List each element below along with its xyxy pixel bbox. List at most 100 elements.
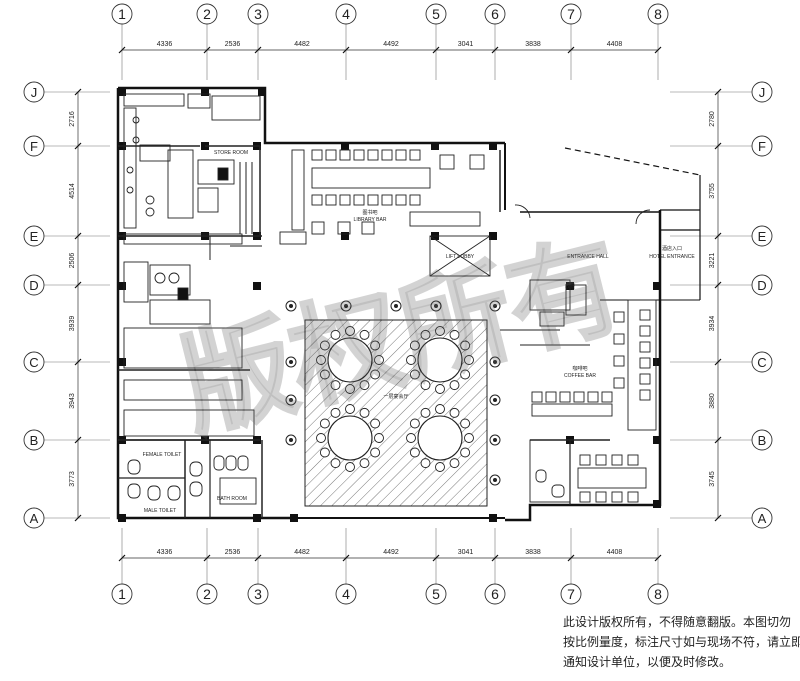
dim-text-right-3: 3934 <box>709 316 716 332</box>
pillar-core-11 <box>493 478 497 482</box>
chair-1-4 <box>420 380 431 391</box>
dim-tick-bottom-4 <box>432 554 440 562</box>
chair-3-10 <box>449 407 460 418</box>
chair-0-5 <box>319 369 330 380</box>
banquet-hall: 一层宴会厅 <box>304 319 488 507</box>
axis-bubble-row-C-left <box>23 351 45 373</box>
chair-0-11 <box>370 340 381 351</box>
column-29 <box>653 500 661 508</box>
dim-tick-left-0 <box>74 88 82 96</box>
dim-tick-bottom-7 <box>654 554 662 562</box>
dim-tick-top-5 <box>491 46 499 54</box>
column-16 <box>258 88 266 96</box>
chair-3-4 <box>420 458 431 469</box>
dim-tick-bottom-0 <box>118 554 126 562</box>
axis-bubble-row-E-right <box>751 225 773 247</box>
dim-tick-bottom-2 <box>254 554 262 562</box>
hotel-entrance-cn-label: 酒店入口 <box>662 245 682 252</box>
dim-text-bottom-4: 3041 <box>458 549 474 556</box>
chair-0-4 <box>330 380 341 391</box>
chair-0-7 <box>319 340 330 351</box>
axis-bubble-row-D-left <box>23 274 45 296</box>
axis-bubble-col-3-top <box>247 3 269 25</box>
axis-label-row-C-left: C <box>29 355 38 370</box>
axis-bubble-row-D-right <box>751 274 773 296</box>
dim-text-top-1: 2536 <box>225 41 241 48</box>
axis-bubble-row-F-left <box>23 135 45 157</box>
dim-tick-left-1 <box>74 142 82 150</box>
dim-text-top-2: 4482 <box>294 41 310 48</box>
dim-text-bottom-2: 4482 <box>294 549 310 556</box>
kitchen-area <box>118 93 262 441</box>
dim-tick-bottom-6 <box>567 554 575 562</box>
axis-bubble-col-7-top <box>560 3 582 25</box>
axis-bubble-col-4-bottom <box>335 583 357 605</box>
chair-0-9 <box>345 326 355 336</box>
column-13 <box>253 282 261 290</box>
column-15 <box>253 514 261 522</box>
axis-bubble-col-1-top <box>111 3 133 25</box>
axis-label-row-B-right: B <box>758 433 767 448</box>
axis-label-row-J-right: J <box>759 85 766 100</box>
library-bar-label: LIBRARY BAR <box>354 217 387 223</box>
dim-tick-right-6 <box>714 514 722 522</box>
dim-text-right-2: 3221 <box>709 253 716 269</box>
chair-0-0 <box>374 355 384 365</box>
axis-label-row-E-left: E <box>30 229 39 244</box>
axis-bubble-col-7-bottom <box>560 583 582 605</box>
pillar-core-5 <box>289 360 293 364</box>
axis-label-col-8-top: 8 <box>654 6 662 22</box>
axis-bubble-row-B-right <box>751 429 773 451</box>
column-24 <box>489 514 497 522</box>
dim-tick-right-0 <box>714 88 722 96</box>
pillar-core-1 <box>344 304 348 308</box>
axis-label-col-7-top: 7 <box>567 6 575 22</box>
bath-room-label: BATH ROOM <box>217 496 247 502</box>
dim-tick-right-5 <box>714 436 722 444</box>
chair-0-3 <box>345 384 355 394</box>
pillar-core-2 <box>394 304 398 308</box>
chair-1-7 <box>409 340 420 351</box>
chair-3-2 <box>449 458 460 469</box>
column-7 <box>201 88 209 96</box>
chair-1-2 <box>449 380 460 391</box>
dim-text-right-4: 3880 <box>709 393 716 409</box>
chair-2-7 <box>319 418 330 429</box>
axis-bubble-row-F-right <box>751 135 773 157</box>
chair-2-2 <box>359 458 370 469</box>
axis-label-col-8-bottom: 8 <box>654 586 662 602</box>
axis-label-row-A-right: A <box>758 511 767 526</box>
library-bar-furniture <box>279 149 651 277</box>
chair-3-11 <box>460 418 471 429</box>
axis-bubble-row-C-right <box>751 351 773 373</box>
round-table-2 <box>327 415 373 461</box>
dim-tick-top-7 <box>654 46 662 54</box>
axis-label-col-1-bottom: 1 <box>118 586 126 602</box>
axis-label-col-3-top: 3 <box>254 6 262 22</box>
chair-1-9 <box>435 326 445 336</box>
axis-bubble-col-2-top <box>196 3 218 25</box>
axis-bubble-row-J-right <box>751 81 773 103</box>
axis-label-col-1-top: 1 <box>118 6 126 22</box>
dim-tick-top-1 <box>203 46 211 54</box>
dim-text-left-5: 3773 <box>69 471 76 487</box>
chair-1-11 <box>460 340 471 351</box>
dim-tick-left-6 <box>74 514 82 522</box>
round-table-1 <box>417 337 463 383</box>
column-27 <box>653 358 661 366</box>
chair-2-5 <box>319 447 330 458</box>
chair-2-1 <box>370 447 381 458</box>
toilet-area <box>118 440 263 518</box>
axis-label-col-5-top: 5 <box>432 6 440 22</box>
dim-tick-right-4 <box>714 358 722 366</box>
chair-0-8 <box>330 329 341 340</box>
dim-tick-left-3 <box>74 281 82 289</box>
axis-label-row-D-left: D <box>29 278 38 293</box>
chair-1-3 <box>435 384 445 394</box>
dim-tick-top-3 <box>342 46 350 54</box>
column-6 <box>118 514 126 522</box>
chair-3-6 <box>406 433 416 443</box>
male-toilet-label: MALE TOILET <box>144 508 176 514</box>
